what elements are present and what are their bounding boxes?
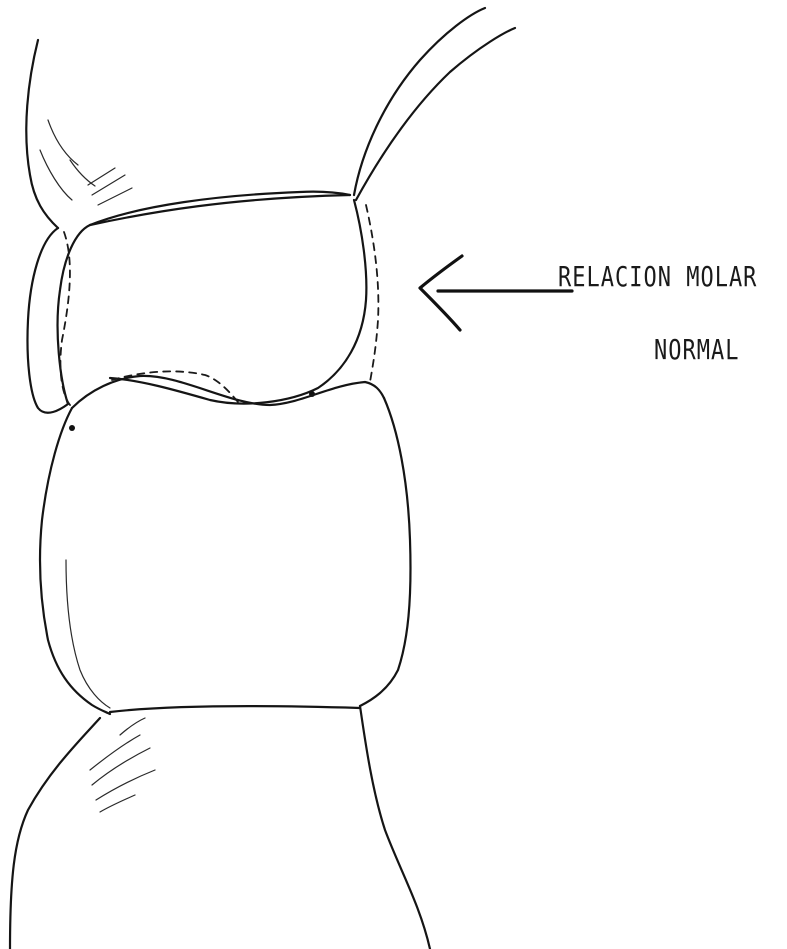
lower-molar-inner-line xyxy=(66,560,110,708)
upper-molar-right-outline xyxy=(110,200,366,404)
lower-molar-cervical xyxy=(110,706,360,712)
lower-molar-right-side xyxy=(360,398,411,706)
upper-molar-mesial-dashed xyxy=(60,232,70,405)
contact-point-left xyxy=(69,425,75,431)
upper-molar-top-edge xyxy=(90,195,350,225)
upper-gum-shading xyxy=(40,120,132,205)
upper-molar-distal-dashed xyxy=(366,205,378,382)
lower-gum-left xyxy=(10,718,100,949)
lower-gum-right xyxy=(360,706,430,949)
arrow-head-icon xyxy=(420,256,462,330)
upper-molar-outline xyxy=(27,192,350,413)
upper-molar-cusp-dashed xyxy=(112,371,238,402)
annotation-arrow xyxy=(420,256,572,330)
annotation-label-line2: NORMAL xyxy=(654,335,739,366)
upper-right-gum-outer xyxy=(354,8,485,195)
lower-molar-outline xyxy=(40,408,110,714)
annotation-label-line1: RELACION MOLAR xyxy=(558,262,757,293)
upper-right-gum-inner xyxy=(356,28,515,200)
lower-gum-shading xyxy=(90,718,155,812)
